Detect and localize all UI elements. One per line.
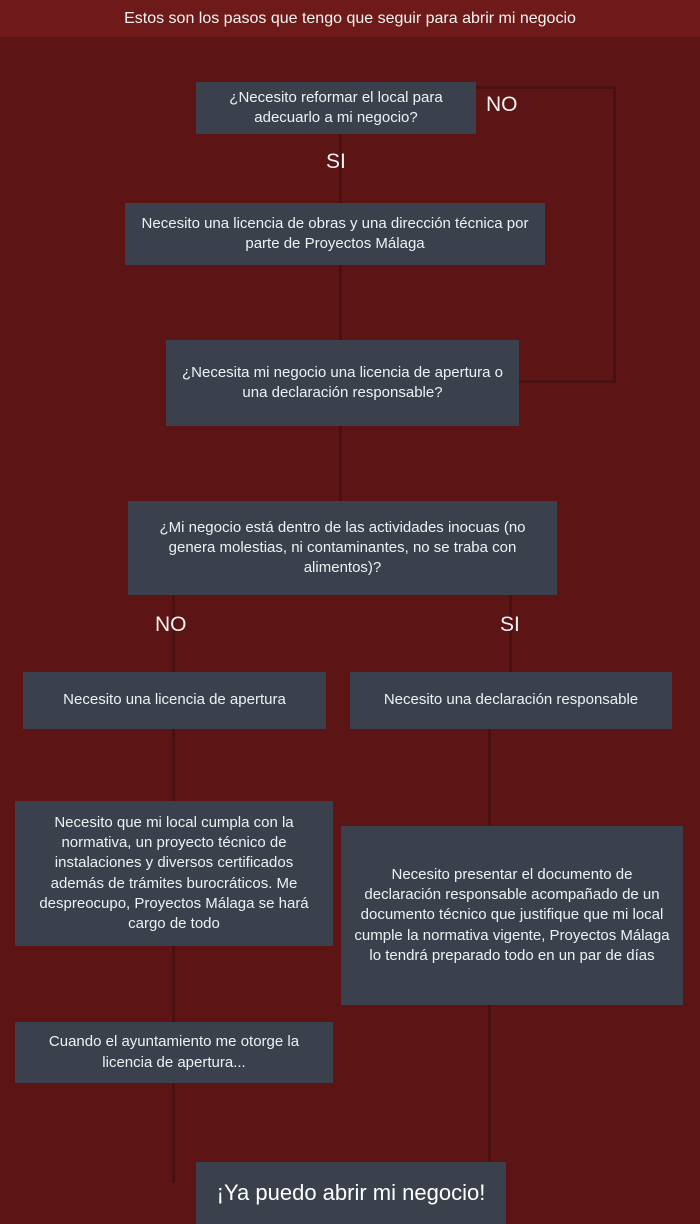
node-licencia-obras: Necesito una licencia de obras y una dir… bbox=[125, 203, 545, 265]
connector-no-branch-vertical bbox=[613, 86, 616, 383]
connector-declaracion-to-detalle bbox=[488, 729, 491, 826]
node-detalle-declaracion: Necesito presentar el documento de decla… bbox=[341, 826, 683, 1005]
node-licencia-apertura: Necesito una licencia de apertura bbox=[23, 672, 326, 729]
connector-no-branch-horizontal bbox=[476, 86, 616, 89]
branch-label-no-mid: NO bbox=[155, 613, 187, 636]
connector-licencia-to-detalle bbox=[172, 729, 175, 801]
connector-declaracion-to-final bbox=[488, 1005, 491, 1162]
node-question-inocuas: ¿Mi negocio está dentro de las actividad… bbox=[128, 501, 557, 595]
connector-obras-to-qtipo bbox=[339, 265, 342, 340]
connector-detalle-to-ayto bbox=[172, 946, 175, 1022]
branch-label-si-top: SI bbox=[326, 150, 346, 173]
node-question-reform: ¿Necesito reformar el local para adecuar… bbox=[196, 82, 476, 134]
connector-reform-to-obras bbox=[339, 134, 342, 203]
connector-qtipo-to-qinocuas bbox=[339, 426, 342, 501]
branch-label-no-top: NO bbox=[486, 93, 518, 116]
page-title: Estos son los pasos que tengo que seguir… bbox=[0, 0, 700, 37]
node-detalle-licencia: Necesito que mi local cumpla con la norm… bbox=[15, 801, 333, 946]
connector-ayto-to-final bbox=[172, 1083, 175, 1183]
node-final: ¡Ya puedo abrir mi negocio! bbox=[196, 1162, 506, 1224]
connector-no-branch-into-qtipo bbox=[519, 380, 616, 383]
node-ayuntamiento: Cuando el ayuntamiento me otorge la lice… bbox=[15, 1022, 333, 1083]
node-declaracion-responsable: Necesito una declaración responsable bbox=[350, 672, 672, 729]
branch-label-si-mid: SI bbox=[500, 613, 520, 636]
connector-si-to-declaracion bbox=[509, 595, 512, 672]
connector-no-to-licencia bbox=[172, 595, 175, 672]
node-question-tipo: ¿Necesita mi negocio una licencia de ape… bbox=[166, 340, 519, 426]
